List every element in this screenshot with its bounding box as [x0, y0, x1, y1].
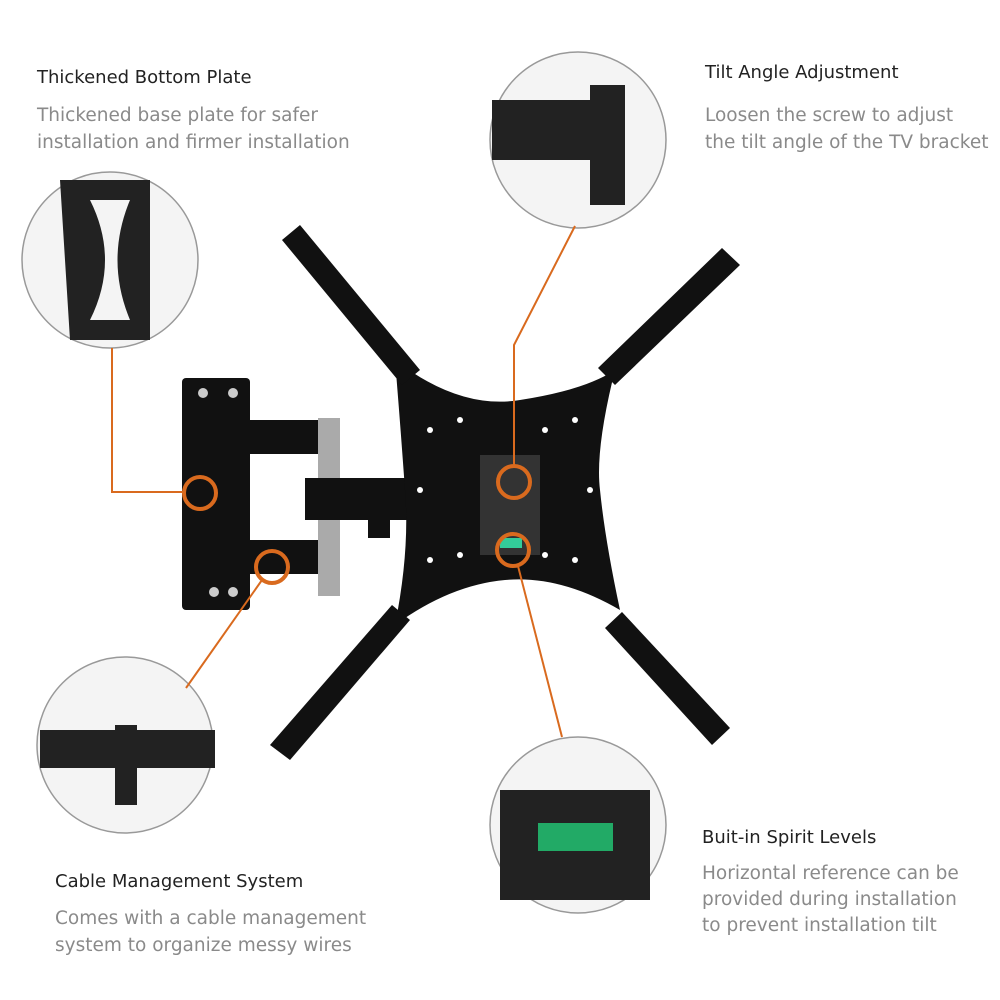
cable-clip: [368, 488, 390, 538]
callout-marker-bottom-plate: [182, 475, 218, 511]
feature-title-level: Buit-in Spirit Levels: [702, 827, 877, 848]
feature-title-tilt: Tilt Angle Adjustment: [705, 62, 899, 83]
spirit-level: [500, 538, 522, 548]
callout-marker-cable: [254, 549, 290, 585]
upper-arm: [205, 420, 340, 454]
desc-line: Loosen the screw to adjust: [705, 105, 954, 126]
desc-line: the tilt angle of the TV bracket: [705, 132, 989, 153]
feature-title-cable: Cable Management System: [55, 871, 304, 892]
feature-title-bottom-plate: Thickened Bottom Plate: [37, 67, 252, 88]
desc-line: system to organize messy wires: [55, 935, 352, 956]
tv-mount: [182, 225, 740, 760]
arm-bottom-right: [605, 612, 730, 745]
feature-desc-cable: Comes with a cable management system to …: [55, 905, 366, 959]
feature-desc-tilt: Loosen the screw to adjust the tilt angl…: [705, 102, 988, 156]
desc-line: Horizontal reference can be: [702, 863, 959, 884]
arm-bottom-left: [270, 605, 410, 760]
desc-line: Thickened base plate for safer: [37, 105, 319, 126]
extension-arm: [305, 478, 415, 520]
feature-desc-bottom-plate: Thickened base plate for safer installat…: [37, 102, 350, 156]
spirit-level-detail: [538, 823, 613, 851]
desc-line: to prevent installation tilt: [702, 915, 937, 936]
desc-line: installation and firmer installation: [37, 132, 350, 153]
desc-line: provided during installation: [702, 889, 957, 910]
feature-desc-level: Horizontal reference can be provided dur…: [702, 861, 959, 939]
callout-marker-tilt: [496, 464, 532, 500]
callout-marker-level: [495, 532, 531, 568]
arm-top-right: [598, 248, 740, 385]
arm-top-left: [282, 225, 420, 385]
desc-line: Comes with a cable management: [55, 908, 367, 929]
